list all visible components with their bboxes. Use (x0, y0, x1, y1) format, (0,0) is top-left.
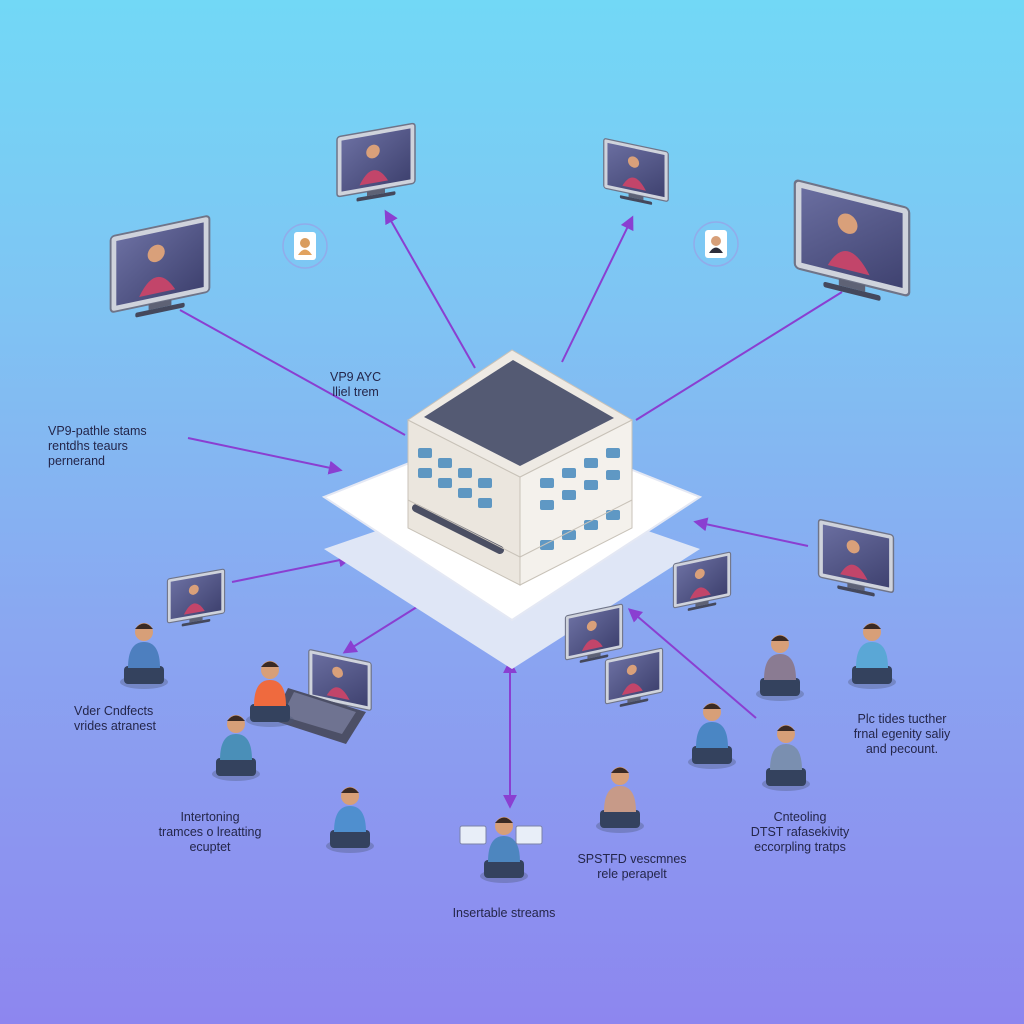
monitor-icon (603, 137, 669, 210)
arrow-left-small-monitor (231, 553, 353, 583)
monitor-icon (604, 647, 664, 711)
arrow-right-cluster (627, 608, 757, 719)
label-line: rele perapelt (597, 867, 667, 881)
label-line: and pecount. (865, 742, 939, 756)
label-line: Vder Cndfects (74, 704, 154, 718)
arrow-to-laptop (342, 604, 421, 654)
video-participant-icon (756, 635, 804, 701)
monitor-icon (817, 518, 895, 602)
arrow-left-monitor (179, 309, 406, 436)
label-line: frnal egenity saliy (853, 727, 951, 741)
label-line: lliel trem (332, 385, 379, 399)
person-avatar-icon (282, 223, 328, 269)
server-icon (407, 349, 634, 586)
label-line: rentdhs teaurs (48, 439, 128, 453)
label-line: Plc tides tucther (857, 712, 947, 726)
monitor-icon (672, 551, 732, 615)
server-top-label: VP9 AYC lliel trem (330, 370, 381, 400)
label-line: vrides atranest (74, 719, 156, 733)
label-line: DTST rafasekivity (750, 825, 850, 839)
video-participant-icon (120, 623, 168, 689)
label-line: Intertoning (180, 810, 240, 824)
laptop-icon (272, 688, 366, 744)
label-line: Insertable streams (452, 906, 556, 920)
monitor-icon (109, 214, 211, 324)
bottom-center-right-label: SPSTFD vescmnes rele perapelt (570, 852, 694, 882)
arrow-left-label (187, 437, 343, 475)
monitor-icon (166, 568, 226, 630)
arrow-right-monitor (635, 291, 843, 421)
label-line: VP9-pathle stams (48, 424, 147, 438)
video-participant-icon (688, 703, 736, 769)
video-participant-icon (762, 725, 810, 791)
video-participant-icon (326, 787, 374, 853)
right-lower-label: Cnteoling DTST rafasekivity eccorpling t… (744, 810, 856, 855)
bottom-left-label: Intertoning tramces o lreatting ecuptet (152, 810, 268, 855)
arrow-from-right-monitor (693, 517, 809, 547)
video-participant-icon (212, 715, 260, 781)
left-lower-label: Vder Cndfects vrides atranest (74, 704, 156, 734)
left-upper-label: VP9-pathle stams rentdhs teaurs perneran… (48, 424, 147, 469)
label-line: pernerand (48, 454, 105, 468)
bottom-center-label: Insertable streams (432, 906, 576, 921)
video-participant-icon (596, 767, 644, 833)
video-participants (120, 623, 896, 883)
person-avatar-icon (693, 221, 739, 267)
label-line: ecuptet (189, 840, 231, 854)
label-line: Cnteoling (773, 810, 827, 824)
connection-arrows (179, 209, 843, 809)
label-line: eccorpling tratps (754, 840, 846, 854)
arrow-to-top-right-monitor (561, 215, 634, 363)
monitor-icon (793, 178, 911, 310)
arrow-to-top-left-monitor (384, 209, 476, 369)
monitor-icon (336, 122, 416, 206)
label-line: tramces o lreatting (158, 825, 262, 839)
right-mid-label: Plc tides tucther frnal egenity saliy an… (846, 712, 958, 757)
label-line: SPSTFD vescmnes (577, 852, 687, 866)
video-participant-icon (848, 623, 896, 689)
label-line: VP9 AYC (330, 370, 382, 384)
